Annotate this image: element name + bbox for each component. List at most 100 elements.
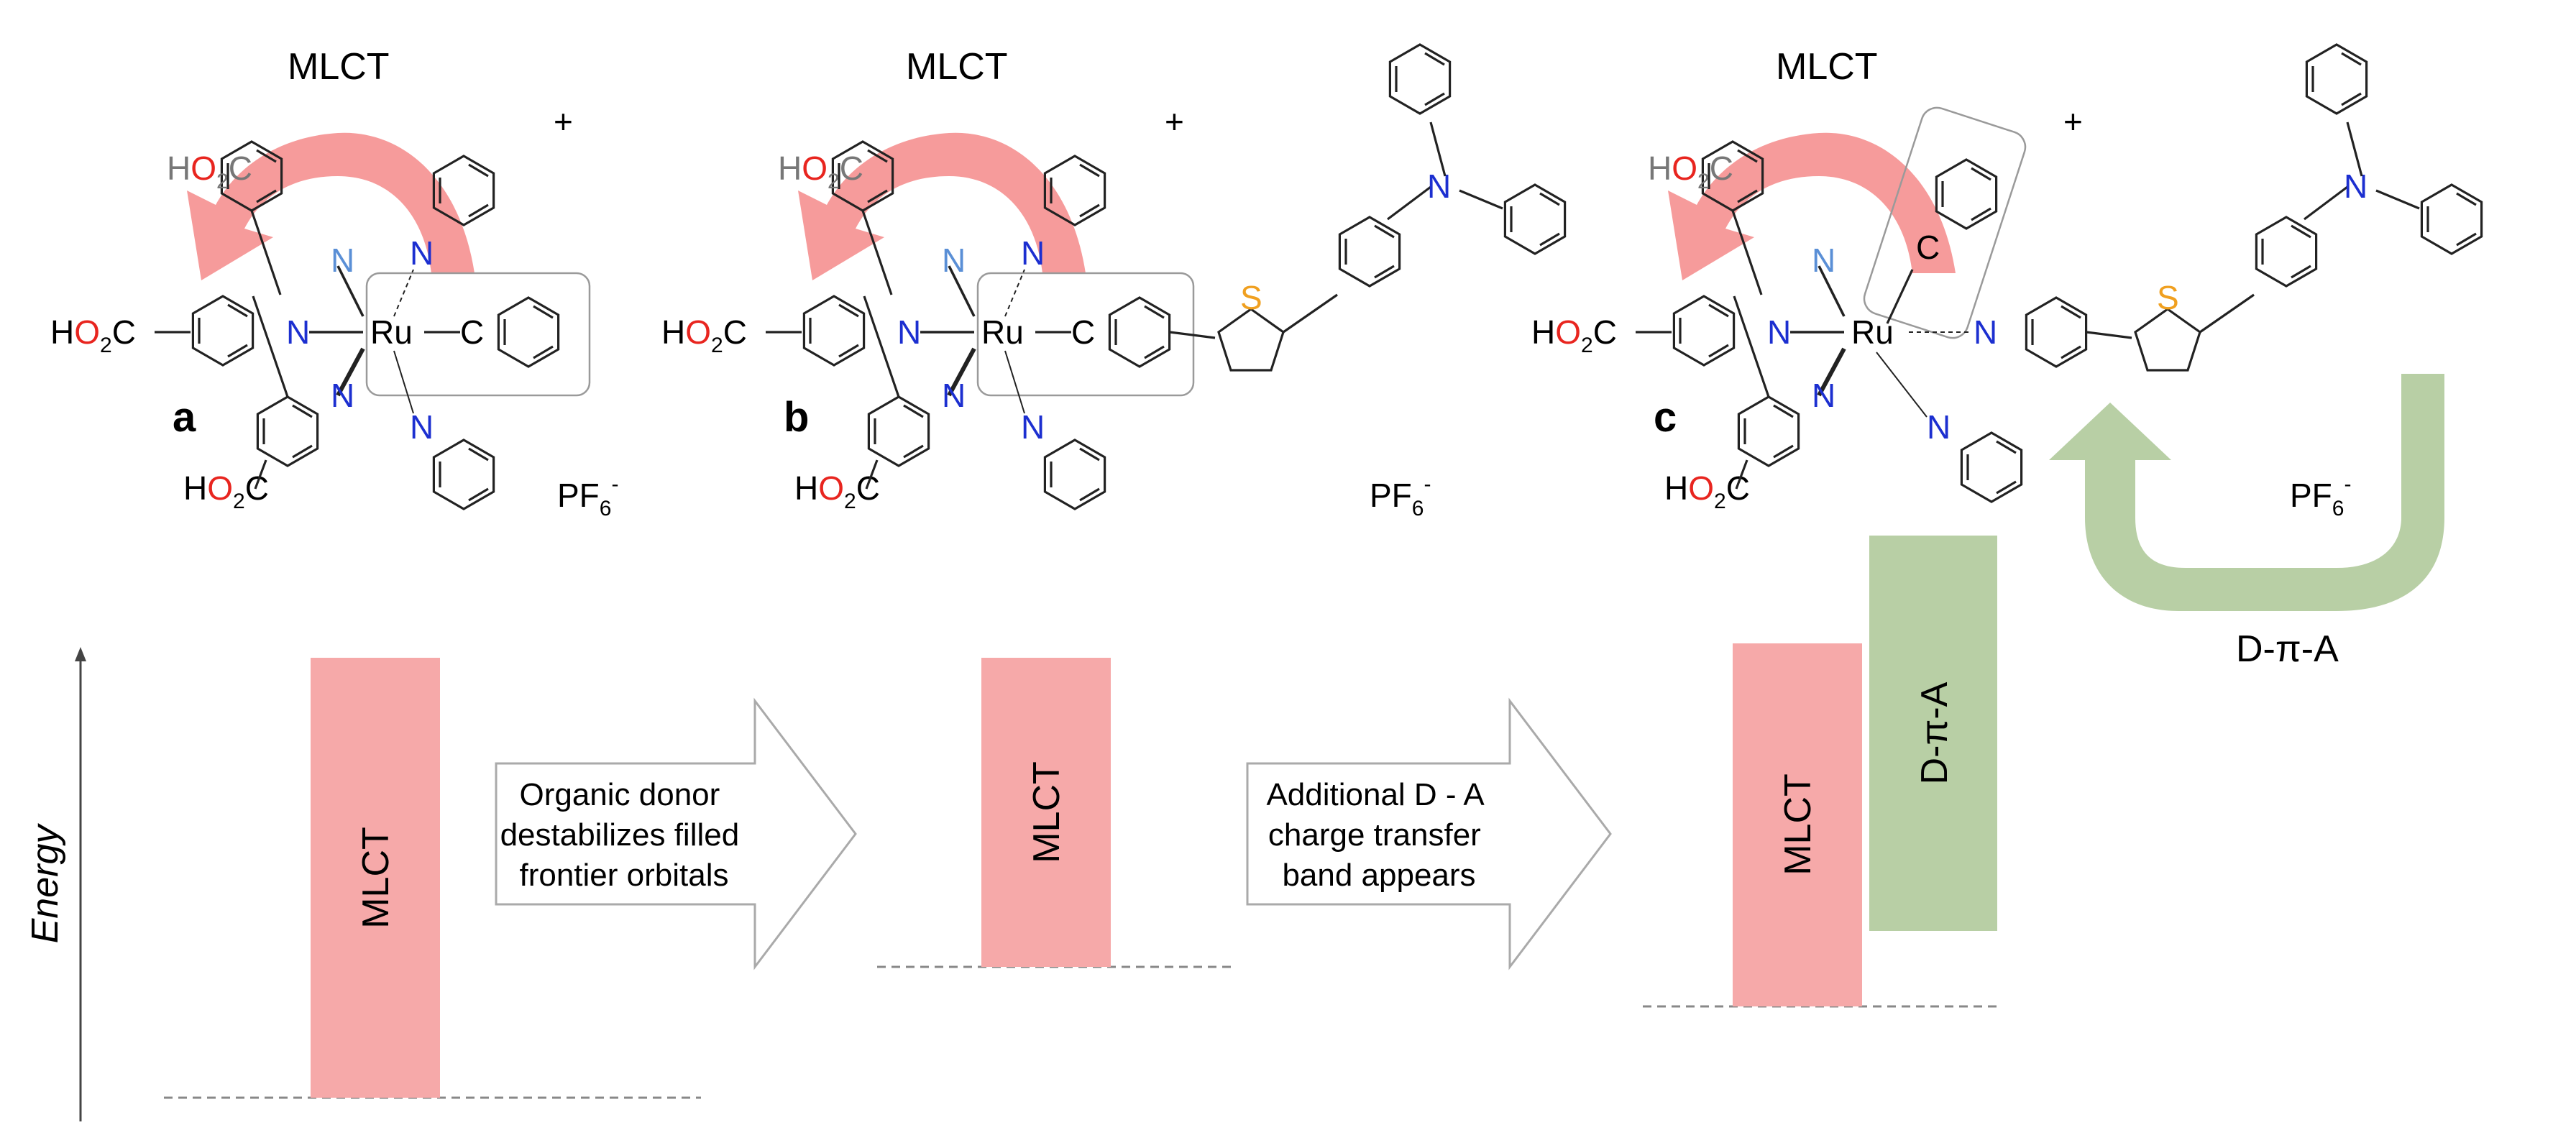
nitrogen-atom: N [410, 408, 434, 446]
pyridine-ring [867, 395, 930, 467]
pyridine-ring [256, 395, 319, 467]
pyridine-ring [1043, 439, 1106, 510]
carbon-atom: C [1916, 229, 1940, 266]
pyridine-ring [432, 439, 495, 510]
nitrogen-atom: N [286, 313, 310, 351]
acid-group: HO2C [1531, 313, 1617, 357]
acid-group: HO2C [183, 469, 269, 513]
molecule-c: MLCT + Ru N N N C N N S N [1531, 43, 2483, 670]
nitrogen-atom: N [1021, 234, 1045, 272]
phenyl-ring [2255, 216, 2318, 288]
acid-group: HO2C [661, 313, 747, 357]
compound-label-b: b [784, 394, 809, 441]
pyridine-ring [802, 295, 866, 367]
phenyl-ring [1388, 43, 1452, 115]
nitrogen-atom: N [1812, 242, 1835, 279]
charge-a: + [554, 103, 573, 140]
metal-ru-a: Ru [370, 313, 413, 351]
pyridine-ring [1672, 295, 1736, 367]
pyridine-ring [1960, 431, 2023, 503]
pyridine-ring [2025, 296, 2088, 368]
nitrogen-atom: N [410, 234, 434, 272]
dpa-bar-label: D-π-A [1914, 681, 1956, 784]
phenyl-ring [1108, 296, 1171, 368]
metal-ru-b: Ru [981, 313, 1024, 351]
step-text-2: Additional D - A charge transfer band ap… [1266, 777, 1491, 893]
counterion-c: PF6- [2290, 472, 2351, 520]
mlct-bar-a [311, 658, 440, 1098]
mlct-bar-c [1733, 643, 1862, 1006]
acid-group: HO2C [167, 150, 252, 193]
counterion-b: PF6- [1370, 472, 1431, 520]
metal-ru-c: Ru [1851, 313, 1894, 351]
nitrogen-atom: N [1812, 377, 1835, 414]
counterion-a: PF6- [557, 472, 618, 520]
acid-group: HO2C [1664, 469, 1750, 513]
acid-group: HO2C [50, 313, 136, 357]
charge-c: + [2063, 103, 2083, 140]
mlct-bar-b [981, 658, 1111, 967]
pyridine-ring [191, 295, 255, 367]
phenyl-ring [1503, 183, 1567, 255]
energy-diagram: Energy MLCT MLCT MLCT D-π-A Organic dono… [24, 536, 1999, 1121]
mlct-bar-label-a: MLCT [355, 827, 397, 929]
molecule-b: MLCT + Ru N N N C N N S N [661, 43, 1567, 520]
mlct-label-c: MLCT [1776, 46, 1878, 88]
energy-axis-arrowhead [75, 647, 86, 661]
mlct-arrow-c [1668, 132, 1956, 280]
carbon-atom: C [1071, 313, 1095, 351]
nitrogen-atom: N [1974, 313, 1997, 351]
nitrogen-atom: N [1021, 408, 1045, 446]
svg-text:HO2C: HO2C [1531, 313, 1617, 357]
nitrogen-atom: N [1767, 313, 1791, 351]
nitrogen-atom: N [331, 377, 354, 414]
phenyl-ring [2420, 183, 2483, 255]
step-arrow-1 [495, 697, 857, 970]
phenyl-ring [497, 296, 560, 368]
svg-text:HO2C: HO2C [167, 150, 252, 193]
acid-group: HO2C [794, 469, 880, 513]
cyclometal-box-c [1863, 106, 2027, 339]
nitrogen-atom: N [1427, 167, 1451, 205]
charge-b: + [1165, 103, 1184, 140]
phenyl-ring [2305, 43, 2368, 115]
thiophene-ring [2134, 308, 2201, 372]
nitrogen-atom: N [942, 377, 966, 414]
nitrogen-atom: N [897, 313, 921, 351]
thiophene-ring [1217, 308, 1285, 372]
nitrogen-atom: N [2344, 167, 2368, 205]
pyridine-ring [1737, 395, 1800, 467]
mlct-arrow-b [798, 132, 1086, 280]
svg-text:HO2C: HO2C [778, 150, 863, 193]
svg-text:HO2C: HO2C [661, 313, 747, 357]
molecule-a: MLCT + Ru N N N C N N HO2C HO2C [50, 46, 618, 520]
acid-group: HO2C [1648, 150, 1733, 193]
acid-group: HO2C [778, 150, 863, 193]
phenyl-ring [1935, 158, 1998, 230]
sulfur-atom: S [2157, 279, 2179, 316]
mlct-bar-label-c: MLCT [1777, 774, 1819, 876]
step-arrow-2 [1246, 697, 1612, 970]
mlct-bar-label-b: MLCT [1026, 761, 1068, 863]
dpa-bar [1869, 536, 1997, 931]
step-text-1: Organic donor destabilizes filled fronti… [500, 777, 748, 893]
svg-text:HO2C: HO2C [1664, 469, 1750, 513]
phenyl-ring [1338, 216, 1401, 288]
cyclometal-box-a [365, 272, 591, 397]
svg-text:HO2C: HO2C [1648, 150, 1733, 193]
svg-text:HO2C: HO2C [50, 313, 136, 357]
compound-label-c: c [1654, 394, 1677, 441]
mlct-label-a: MLCT [288, 46, 390, 88]
nitrogen-atom: N [1927, 408, 1951, 446]
dpa-arrow-label: D-π-A [2236, 628, 2339, 670]
nitrogen-atom: N [942, 242, 966, 279]
svg-text:HO2C: HO2C [794, 469, 880, 513]
nitrogen-atom: N [331, 242, 354, 279]
mlct-arrow-a [187, 132, 475, 280]
energy-axis-label: Energy [24, 823, 66, 944]
compound-label-a: a [173, 394, 196, 441]
svg-text:HO2C: HO2C [183, 469, 269, 513]
dpa-arrow [2049, 374, 2444, 611]
carbon-atom: C [460, 313, 484, 351]
